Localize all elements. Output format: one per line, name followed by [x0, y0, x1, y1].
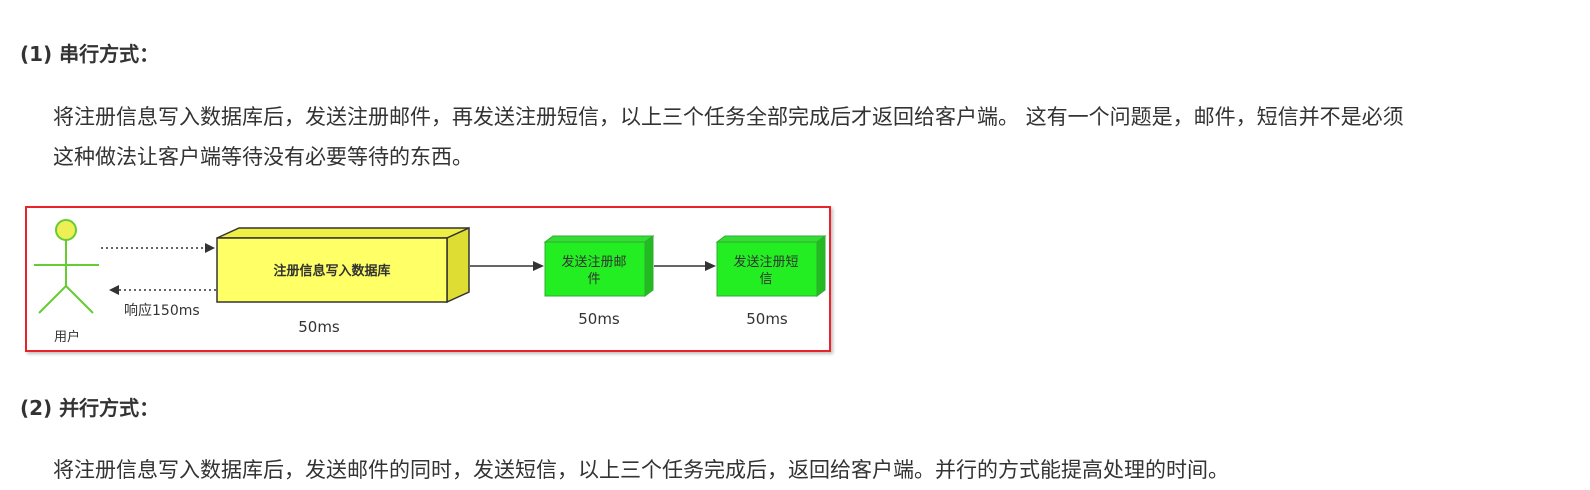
db-write-box [216, 226, 470, 304]
section2-heading: (2) 并行方式： [20, 396, 160, 420]
section1-paragraph-line2: 这种做法让客户端等待没有必要等待的东西。 [53, 145, 473, 169]
response-label: 响应150ms [124, 302, 200, 319]
send-sms-box [715, 235, 827, 297]
user-label: 用户 [54, 329, 80, 345]
response-arrow [109, 285, 217, 295]
request-arrow [101, 243, 215, 253]
email-time-label: 50ms [578, 310, 620, 328]
sms-time-label: 50ms [746, 310, 788, 328]
sms-box-label-line1: 发送注册短 [733, 254, 798, 270]
db-box-label: 注册信息写入数据库 [273, 263, 390, 279]
user-icon [34, 219, 99, 314]
arrow-db-to-email [470, 261, 544, 271]
section1-paragraph-line1: 将注册信息写入数据库后，发送注册邮件，再发送注册短信，以上三个任务全部完成后才返… [53, 105, 1404, 129]
sms-box-label-line2: 信 [759, 272, 772, 287]
db-time-label: 50ms [298, 318, 340, 336]
serial-diagram-figure: 用户 响应150ms 注册信息写入数据库 50ms [25, 206, 831, 352]
section2-paragraph-line1: 将注册信息写入数据库后，发送邮件的同时，发送短信，以上三个任务完成后，返回给客户… [53, 458, 1229, 482]
arrow-email-to-sms [654, 261, 716, 271]
send-email-box [543, 235, 655, 297]
email-box-label-line2: 件 [587, 272, 600, 287]
email-box-label-line1: 发送注册邮 [561, 254, 626, 270]
section1-heading: (1) 串行方式： [20, 42, 160, 66]
serial-diagram: 用户 响应150ms 注册信息写入数据库 50ms [34, 219, 827, 345]
